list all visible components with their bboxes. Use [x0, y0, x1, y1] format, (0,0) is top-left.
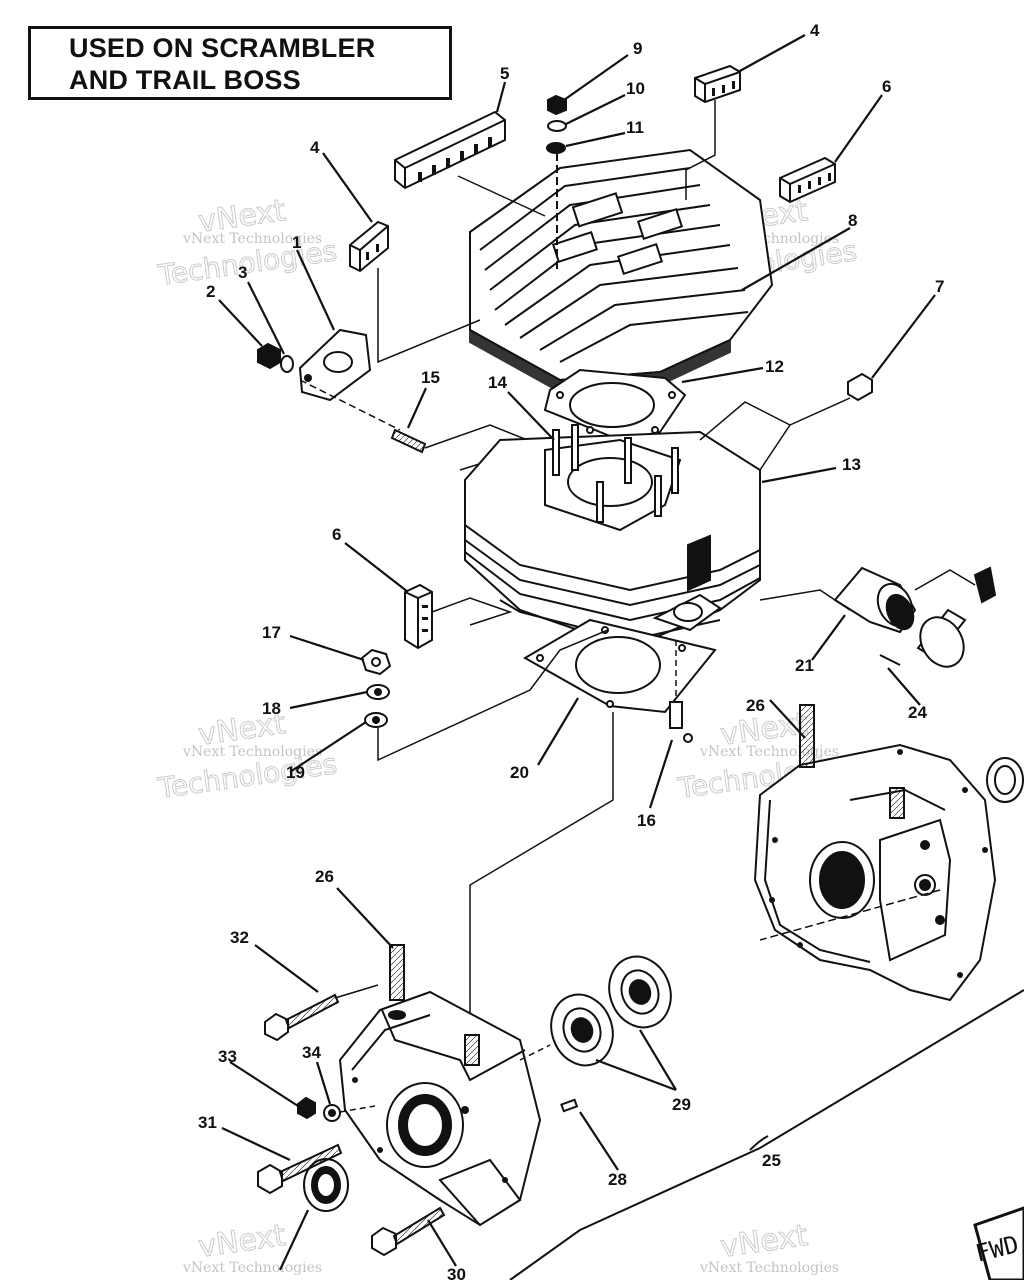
callout-1: 1 — [292, 233, 301, 252]
callout-9: 9 — [633, 39, 642, 58]
callout-16: 16 — [637, 811, 656, 830]
exhaust-gasket-hole — [323, 351, 353, 373]
callout-33: 33 — [218, 1047, 237, 1066]
bolt-30-head — [371, 1226, 397, 1257]
callout-32: 32 — [230, 928, 249, 947]
watermark-small-6: vNext Technologies — [699, 1260, 839, 1276]
pin-28 — [560, 1098, 579, 1113]
callout-12: 12 — [765, 357, 784, 376]
watermark-1: vNext vNext Technologies Technologies — [155, 193, 340, 293]
callout-11: 11 — [626, 118, 644, 137]
callout-3: 3 — [238, 263, 247, 282]
callout-20: 20 — [510, 763, 529, 782]
part-16 — [669, 640, 693, 743]
callout-18: 18 — [262, 699, 281, 718]
watermark-big-5: vNext — [196, 1218, 288, 1265]
callout-31: 31 — [198, 1113, 217, 1132]
base-gasket — [522, 618, 717, 714]
callout-26-left: 26 — [315, 867, 334, 886]
callout-labels: 1 2 3 4 4 5 6 6 7 8 9 10 11 12 13 14 15 … — [198, 21, 944, 1280]
head-gasket — [543, 368, 687, 442]
left-crankcase — [338, 944, 542, 1227]
screw-33 — [297, 1096, 316, 1120]
cylinder-head — [469, 148, 774, 394]
callout-24: 24 — [908, 703, 927, 722]
callout-15: 15 — [421, 368, 440, 387]
callout-25: 25 — [762, 1151, 781, 1170]
callout-28: 28 — [608, 1170, 627, 1189]
watermark-big-6: vNext — [718, 1218, 810, 1265]
assembly-line — [469, 712, 614, 1035]
part-7 — [789, 372, 873, 426]
right-crankcase — [753, 704, 1024, 1002]
callout-34: 34 — [302, 1043, 321, 1062]
callout-10: 10 — [626, 79, 645, 98]
watermark-small-3: vNext Technologies — [182, 744, 322, 760]
callout-30: 30 — [447, 1265, 466, 1280]
bearings — [519, 955, 672, 1067]
callout-5: 5 — [500, 64, 509, 83]
title-box: USED ON SCRAMBLER AND TRAIL BOSS — [28, 26, 452, 100]
intake-boot — [759, 566, 997, 668]
head-washer — [547, 120, 567, 132]
title-line-2: AND TRAIL BOSS — [69, 65, 301, 95]
callout-17: 17 — [262, 623, 281, 642]
leader-lines — [218, 34, 936, 1271]
assembly-bracket-25 — [509, 989, 1024, 1280]
watermark-6: vNext vNext Technologies — [699, 1218, 839, 1276]
part-6-top-block — [779, 156, 836, 204]
part-5-block — [394, 110, 546, 217]
bolt-32-head — [264, 1012, 289, 1042]
exhaust-flange-parts — [257, 328, 401, 431]
callout-29: 29 — [672, 1095, 691, 1114]
fwd-arrow: FWD — [973, 1206, 1024, 1280]
watermark-small-5: vNext Technologies — [182, 1260, 322, 1276]
callout-2: 2 — [206, 282, 215, 301]
part-4-top-block — [685, 64, 741, 200]
bolt-31-head — [257, 1163, 283, 1195]
part-4-left-block — [349, 220, 481, 364]
callout-6-top: 6 — [882, 77, 891, 96]
callout-14: 14 — [488, 373, 507, 392]
base-nut-stack — [360, 629, 609, 762]
head-nut — [547, 94, 567, 116]
callout-26-right: 26 — [746, 696, 765, 715]
callout-7: 7 — [935, 277, 944, 296]
callout-4-left: 4 — [310, 138, 320, 157]
watermark-3: vNext vNext Technologies Technologies — [155, 706, 340, 806]
callout-4-top: 4 — [810, 21, 820, 40]
callout-13: 13 — [842, 455, 861, 474]
left-seal — [303, 1158, 349, 1212]
stud-26-left — [389, 944, 405, 1001]
callout-21: 21 — [795, 656, 814, 675]
cylinder-13 — [464, 401, 792, 650]
watermark-small-1: vNext Technologies — [182, 231, 322, 247]
fasteners — [257, 984, 579, 1257]
head-lockwasher — [546, 142, 566, 154]
callout-6-left: 6 — [332, 525, 341, 544]
part-6-left-block — [404, 583, 513, 650]
washer-3 — [280, 355, 294, 373]
title-line-1: USED ON SCRAMBLER — [69, 33, 376, 63]
callout-8: 8 — [848, 211, 857, 230]
nut-2 — [257, 342, 281, 370]
callout-19: 19 — [286, 763, 305, 782]
head-nut-stack — [546, 94, 567, 270]
